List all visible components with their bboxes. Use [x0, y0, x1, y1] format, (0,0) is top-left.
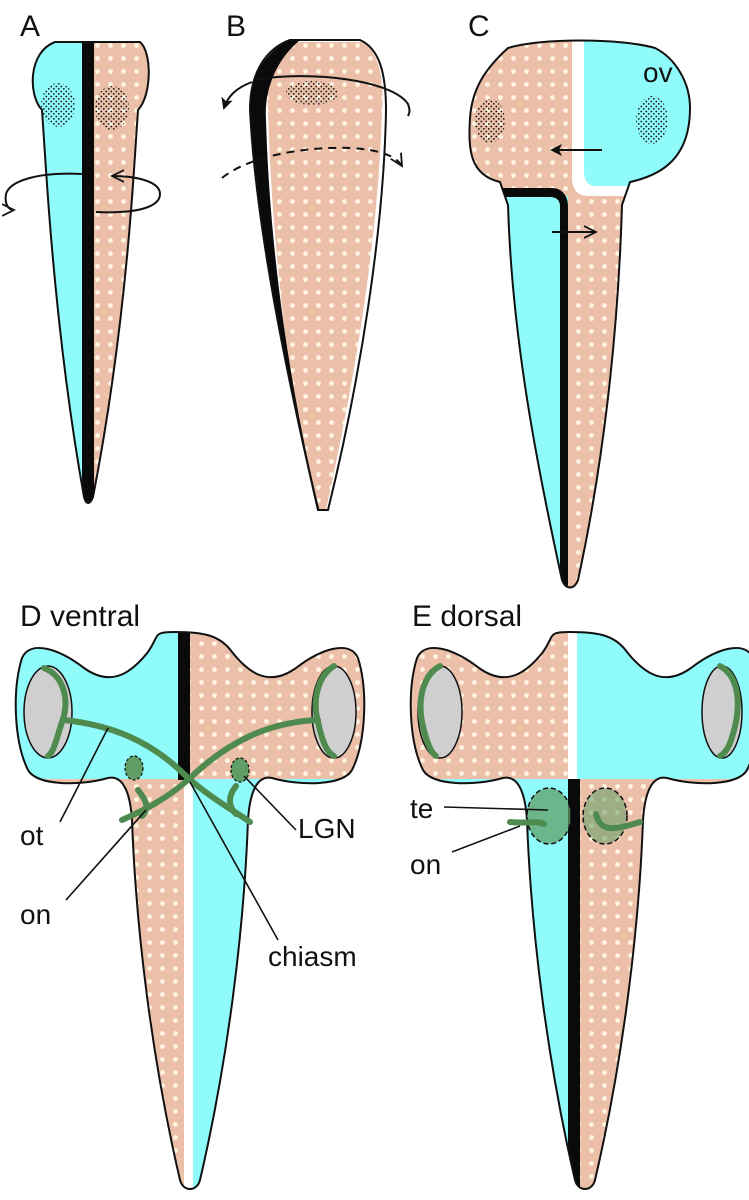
panel-e-tectum-left [526, 787, 572, 845]
label-ov: ov [643, 57, 673, 88]
leader-on-d [65, 809, 147, 901]
panel-a: A [6, 10, 162, 504]
leader-lgn [243, 775, 297, 831]
leader-chiasm [189, 781, 279, 941]
panel-b-eye-field [286, 81, 338, 105]
panel-d-on-branch-left [135, 787, 150, 819]
label-chiasm: chiasm [268, 941, 357, 972]
panel-c: C ov [468, 10, 692, 589]
panel-b-outline [248, 39, 388, 511]
panel-a-eye-field-left [41, 83, 75, 127]
panel-a-label: A [20, 10, 40, 43]
panel-b-label: B [226, 10, 246, 43]
panel-e-optic-nerve-left [507, 819, 547, 827]
panel-a-eye-field-right [95, 86, 129, 130]
panel-b-rotation-arc-top [253, 75, 411, 117]
panel-b-rotation-arrow-top [221, 81, 253, 110]
panel-d-white-line [184, 780, 193, 1189]
panel-e-optic-nerve-right [593, 811, 643, 832]
leader-on-e [451, 825, 521, 853]
panel-e-label: E dorsal [412, 600, 522, 633]
panel-e-retina-left [417, 663, 443, 759]
panel-a-midline [82, 42, 94, 503]
panel-d-outline [14, 630, 366, 1190]
panel-c-label: C [468, 10, 490, 43]
panel-c-eye-field-left [475, 99, 505, 143]
panel-d-lgn-left [124, 755, 144, 781]
panel-c-outline [468, 39, 692, 589]
panel-b: B [221, 10, 411, 511]
panel-b-rotation-arrow-bottom [221, 146, 402, 179]
panel-e-tectum-right [582, 787, 628, 845]
panel-d-on-branch-right [227, 783, 239, 817]
leader-ot [59, 727, 109, 823]
panel-e-midline [568, 779, 580, 1189]
panel-c-eye-field-right [636, 96, 668, 144]
panel-d-midline [178, 632, 190, 780]
label-on-e: on [410, 849, 441, 880]
panel-e-outline [409, 630, 749, 1190]
panel-c-midline [500, 188, 568, 588]
label-ot: ot [20, 820, 44, 851]
panel-a-outline [31, 41, 150, 504]
leader-te [443, 806, 549, 811]
label-lgn: LGN [298, 813, 356, 844]
panel-b-body [267, 42, 383, 510]
label-on-d: on [20, 899, 51, 930]
panel-a-rotation-arrow-right [95, 176, 162, 214]
panel-d-label: D ventral [20, 600, 140, 633]
panel-a-rotation-arrow-left [6, 172, 83, 210]
panel-e: E dorsal te on [409, 600, 749, 1190]
label-te: te [410, 793, 433, 824]
panel-d: D ventral ot on chiasm LGN [14, 600, 366, 1190]
panel-e-retina-right [717, 663, 741, 759]
panel-e-white-line [568, 632, 577, 780]
